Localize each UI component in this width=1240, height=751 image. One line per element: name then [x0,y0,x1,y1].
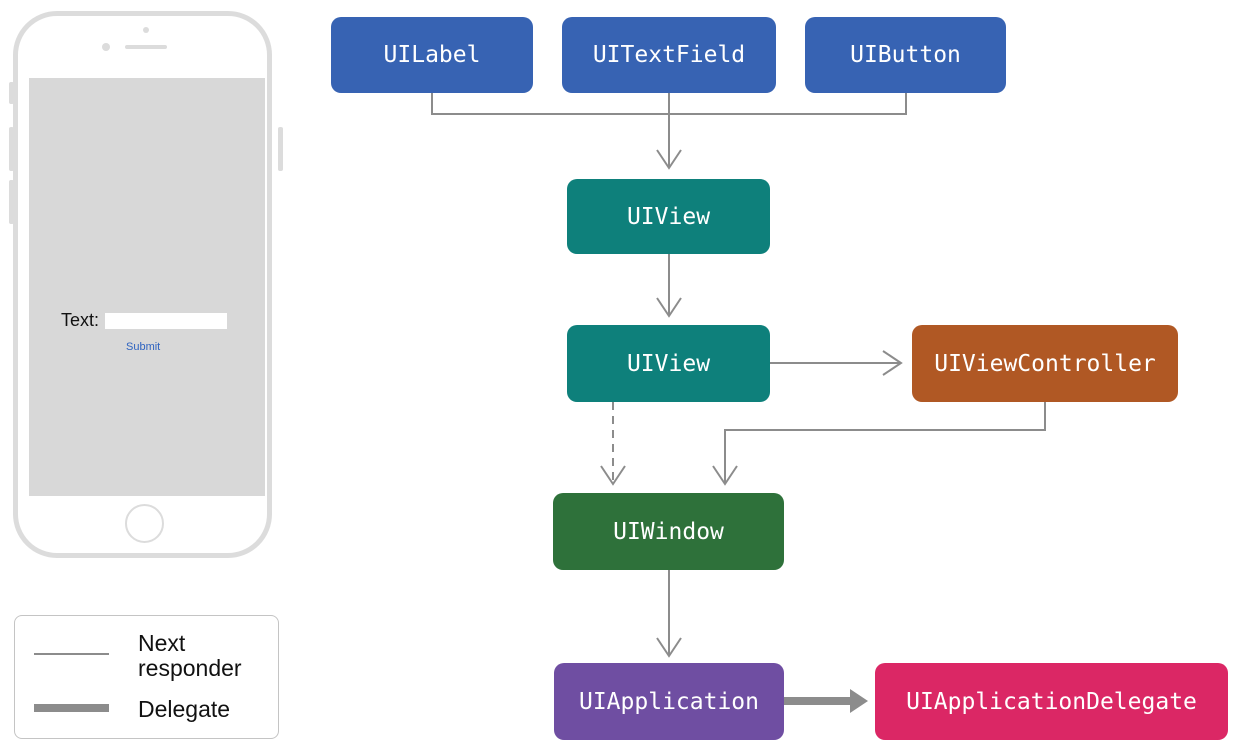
phone-power-button [278,127,283,171]
connector-viewcontroller-window [724,402,1046,484]
node-uiapplicationdelegate: UIApplicationDelegate [875,663,1228,740]
node-uitextfield: UITextField [562,17,776,93]
legend-delegate-line [34,704,109,712]
phone-speaker [125,45,167,49]
phone-top-dot [143,27,149,33]
phone-home-button [125,504,164,543]
arrowhead-mid-uiview [656,297,682,318]
legend-next-line2: responder [138,655,242,681]
text-field[interactable] [105,313,227,329]
node-uiview-mid: UIView [567,325,770,402]
text-label: Text: [61,310,100,330]
legend-next-responder-label: Next responder [138,631,242,681]
delegate-arrowhead [850,689,868,713]
arrowhead-application [656,637,682,658]
phone-volume-down [9,180,14,224]
arrowhead-window [712,465,738,486]
legend-delegate-label: Delegate [138,696,231,722]
legend-next-responder-line [34,653,109,655]
node-uiview-top: UIView [567,179,770,254]
node-uiapplication: UIApplication [554,663,784,740]
legend-next-line1: Next [138,630,186,656]
phone-side-button [9,82,14,104]
arrowhead-viewcontroller [882,350,903,376]
arrowhead-top-uiview [656,149,682,170]
arrowhead-dashed-window [600,465,626,486]
phone-camera [102,43,110,51]
phone-volume-up [9,127,14,171]
node-uiwindow: UIWindow [553,493,784,570]
node-uiviewcontroller: UIViewController [912,325,1178,402]
phone-screen [29,78,265,496]
node-uibutton: UIButton [805,17,1006,93]
legend [14,615,279,739]
node-uilabel: UILabel [331,17,533,93]
submit-button[interactable]: Submit [126,341,161,353]
